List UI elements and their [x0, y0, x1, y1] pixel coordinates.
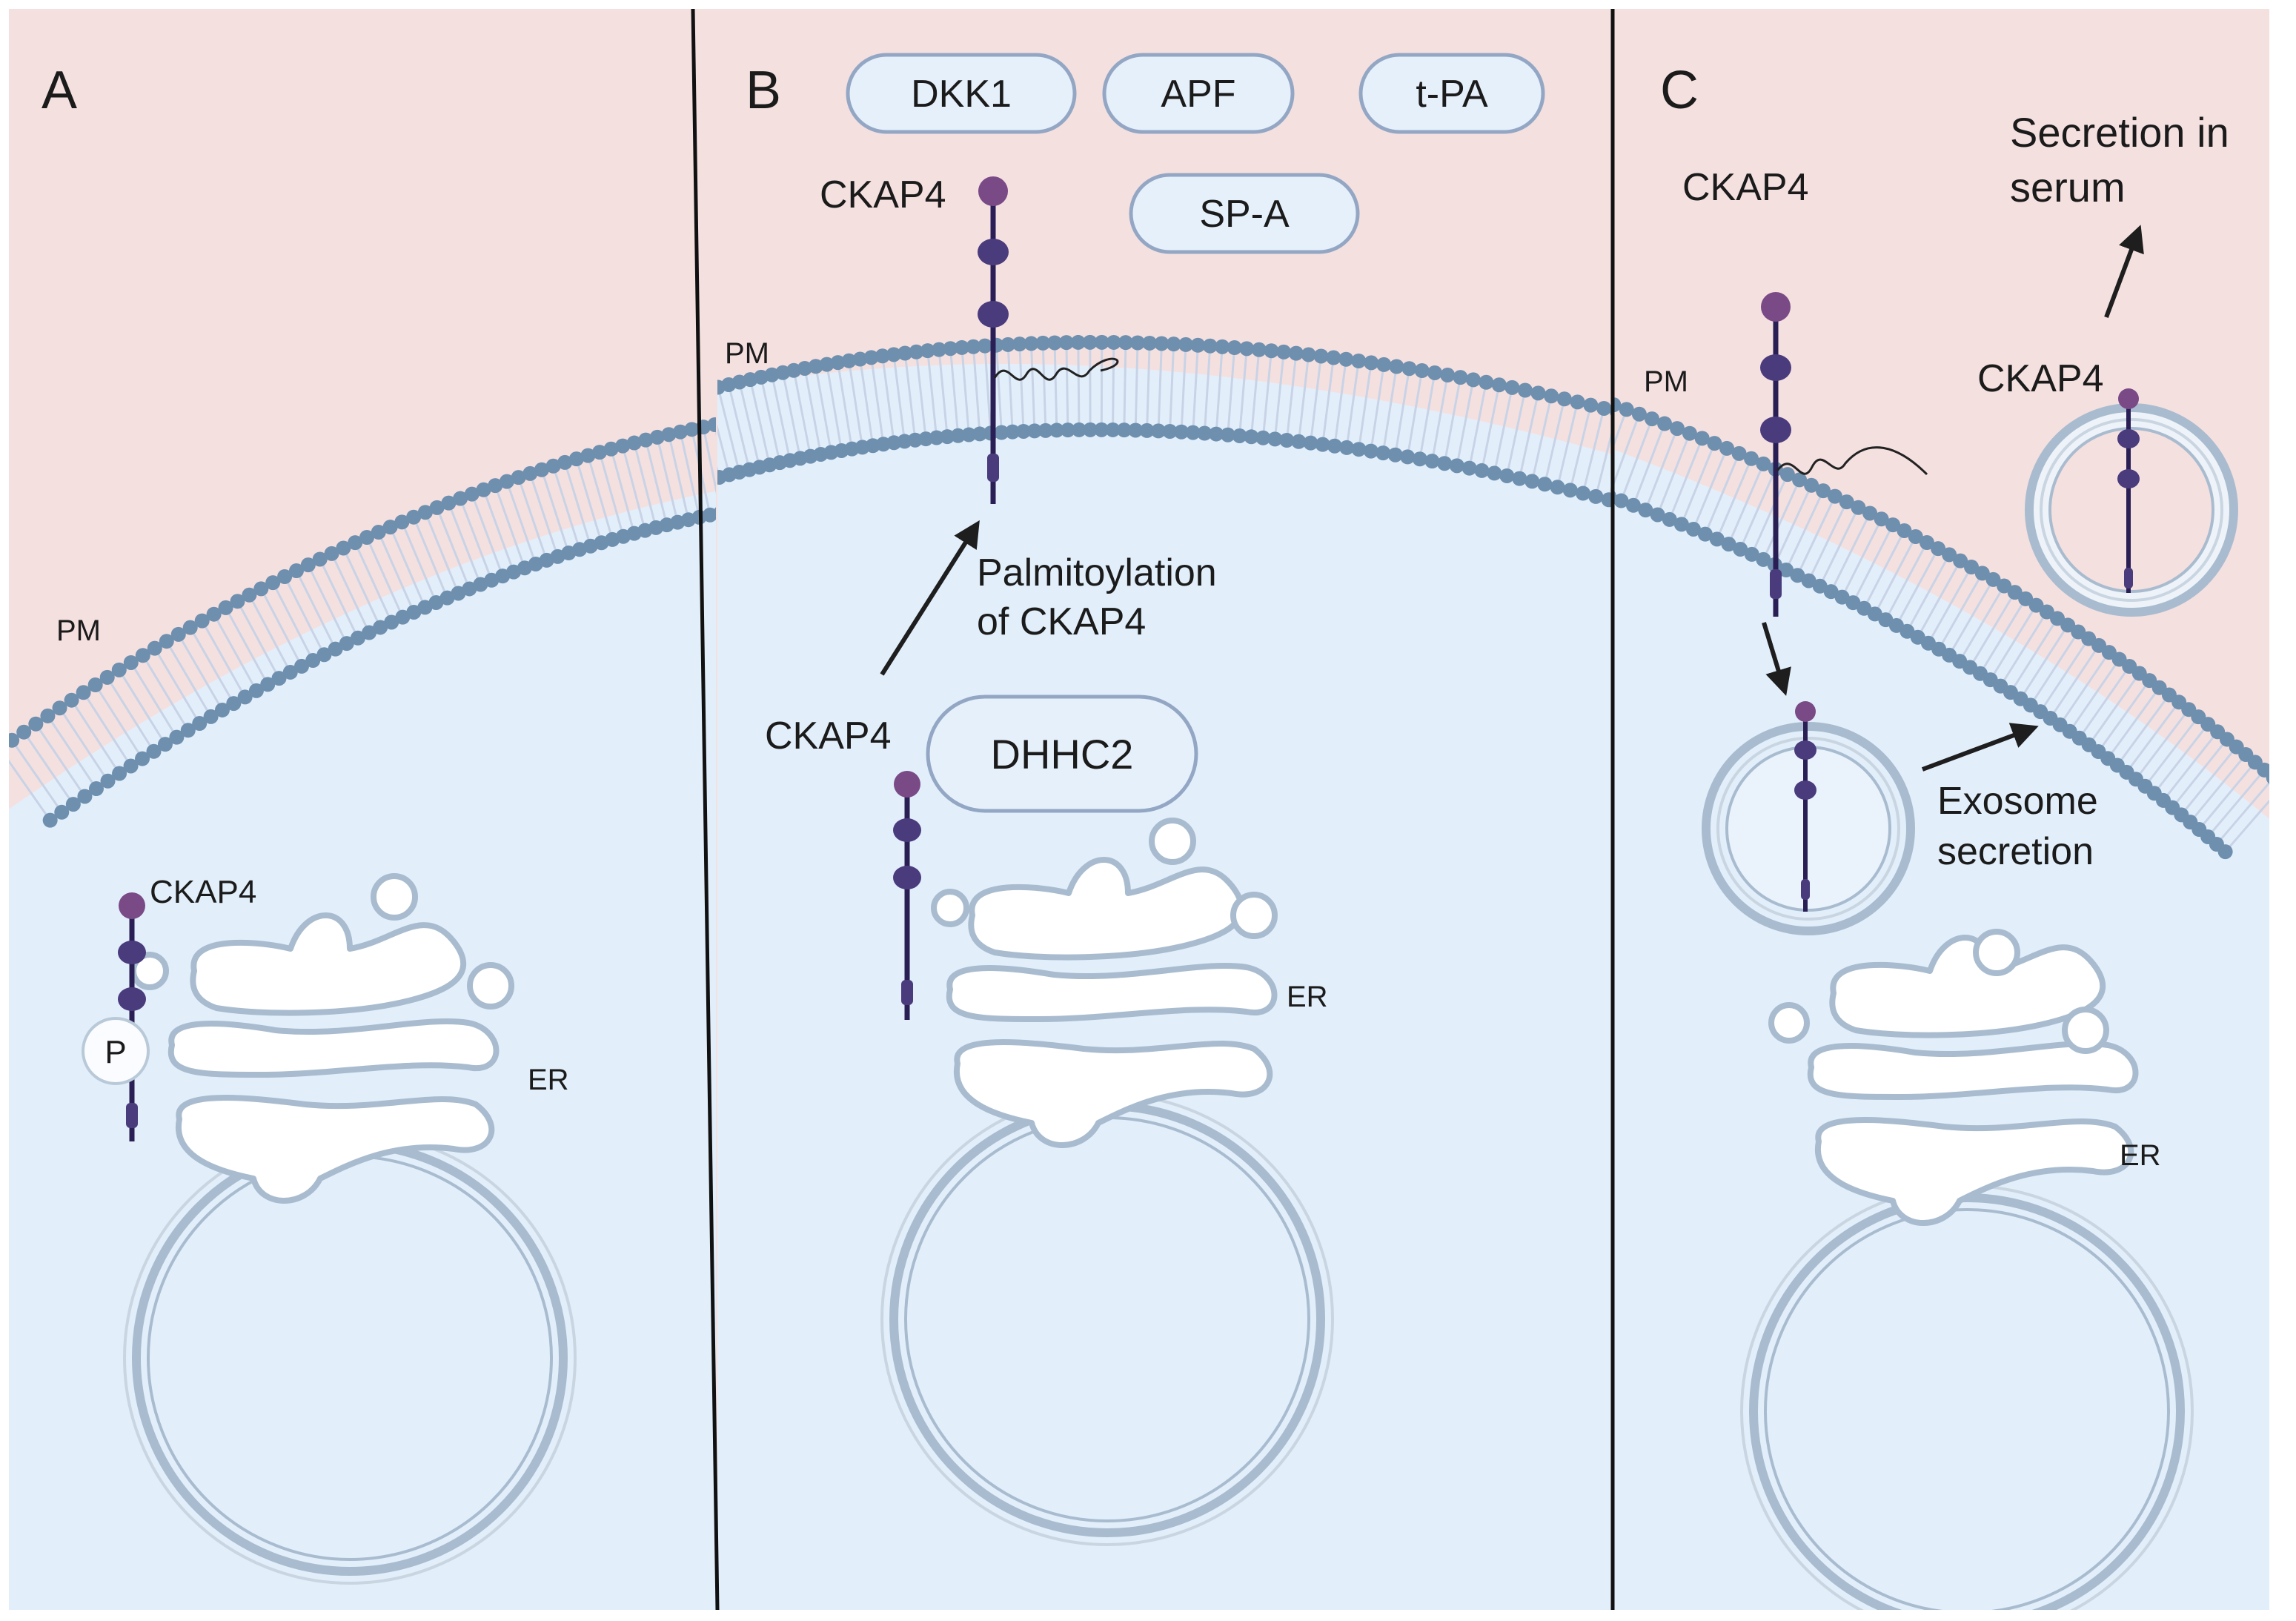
- er-label-c: ER: [2120, 1139, 2161, 1172]
- ckap4-label-c-vesicle: CKAP4: [1977, 357, 2104, 400]
- ckap4-label-b-top: CKAP4: [820, 173, 946, 216]
- exosome-label-line1: Exosome: [1937, 780, 2098, 823]
- ligand-apf: APF: [1104, 55, 1293, 132]
- pm-label-a: PM: [56, 614, 101, 647]
- phospho-badge: P: [83, 1018, 148, 1084]
- palmitoylation-label-line2: of CKAP4: [977, 600, 1146, 643]
- exosome-label-line2: secretion: [1937, 830, 2094, 873]
- ckap4-label-c-top: CKAP4: [1682, 166, 1809, 209]
- ckap4-label-a: CKAP4: [150, 874, 256, 910]
- palmitoylation-label-line1: Palmitoylation: [977, 551, 1217, 594]
- svg-text:DHHC2: DHHC2: [991, 731, 1134, 778]
- ckap4-label-b-bottom: CKAP4: [765, 715, 892, 758]
- pm-label-b: PM: [725, 337, 769, 370]
- svg-text:SP-A: SP-A: [1199, 193, 1290, 236]
- svg-text:DKK1: DKK1: [911, 73, 1012, 116]
- enzyme-dhhc2: DHHC2: [928, 697, 1196, 811]
- panel-label-c: C: [1660, 61, 1699, 120]
- pm-label-c: PM: [1644, 365, 1688, 398]
- secretion-label-line2: serum: [2010, 164, 2126, 211]
- svg-text:t-PA: t-PA: [1416, 73, 1488, 116]
- panel-label-b: B: [746, 61, 781, 120]
- er-label-a: ER: [528, 1064, 569, 1096]
- secretion-label-line1: Secretion in: [2010, 109, 2229, 156]
- ligand-dkk1: DKK1: [848, 55, 1075, 132]
- ligand-spa: SP-A: [1131, 175, 1358, 252]
- er-label-b: ER: [1287, 981, 1328, 1013]
- panel-label-a: A: [42, 61, 77, 120]
- svg-text:APF: APF: [1161, 73, 1235, 116]
- ligand-tpa: t-PA: [1361, 55, 1543, 132]
- phospho-label: P: [104, 1034, 126, 1070]
